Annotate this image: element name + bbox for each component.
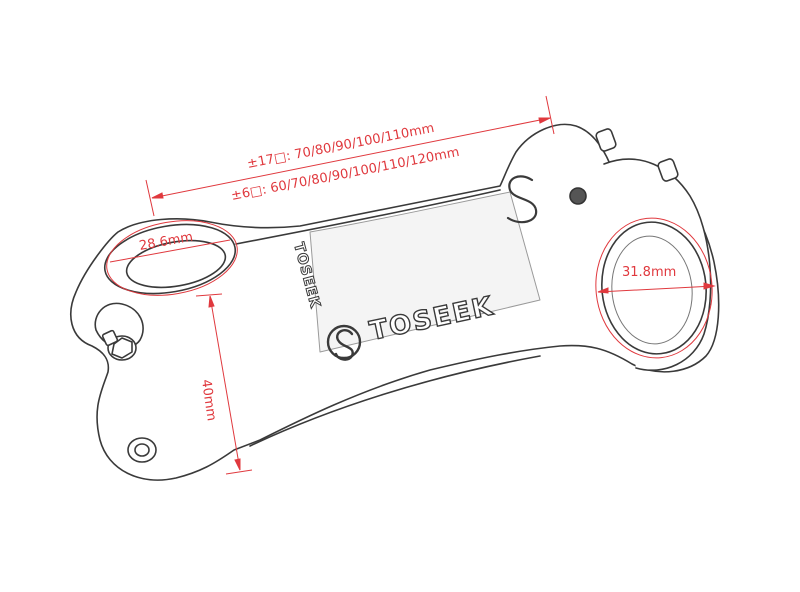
bar-arrow-right — [703, 282, 716, 290]
steerer-diameter-line — [109, 239, 231, 263]
lower-bolt-hole — [127, 437, 157, 463]
lower-bolt-hole-inner — [134, 443, 150, 457]
stem-drawing — [70, 123, 720, 481]
length-arrow-right — [538, 117, 551, 124]
bar-clamp-diameter-label: 31.8mm — [622, 265, 676, 280]
clamp-height-label: 40mm — [198, 378, 219, 422]
hex-bolt-icon — [101, 329, 137, 361]
steerer-diameter-marker — [106, 220, 238, 296]
steerer-bore — [125, 239, 227, 289]
dimension-annotations — [106, 95, 716, 475]
body-seam-bottom — [249, 355, 541, 447]
length-extension-left — [145, 179, 155, 217]
length-extension-right — [545, 95, 555, 135]
length-arrow-left — [151, 192, 164, 199]
height-extension-bottom — [225, 469, 253, 475]
bar-arrow-left — [597, 287, 609, 294]
height-extension-top — [195, 293, 223, 297]
bar-clamp-bore — [601, 221, 707, 355]
carbon-panel — [309, 191, 541, 353]
bar-clamp-diameter-line — [597, 285, 715, 293]
body-knurl — [569, 187, 587, 205]
length-dimension-line — [151, 117, 551, 199]
bar-clamp-inner — [611, 235, 693, 345]
height-arrow-bottom — [234, 458, 241, 471]
bar-clamp-diameter-marker — [595, 217, 713, 359]
toseek-s-logo-icon — [326, 324, 362, 361]
height-dimension-line — [209, 295, 241, 471]
height-arrow-top — [208, 295, 215, 308]
toseek-s-logo-icon — [506, 175, 538, 224]
faceplate-bolt-top — [595, 128, 679, 182]
body-seam-top — [235, 189, 501, 245]
